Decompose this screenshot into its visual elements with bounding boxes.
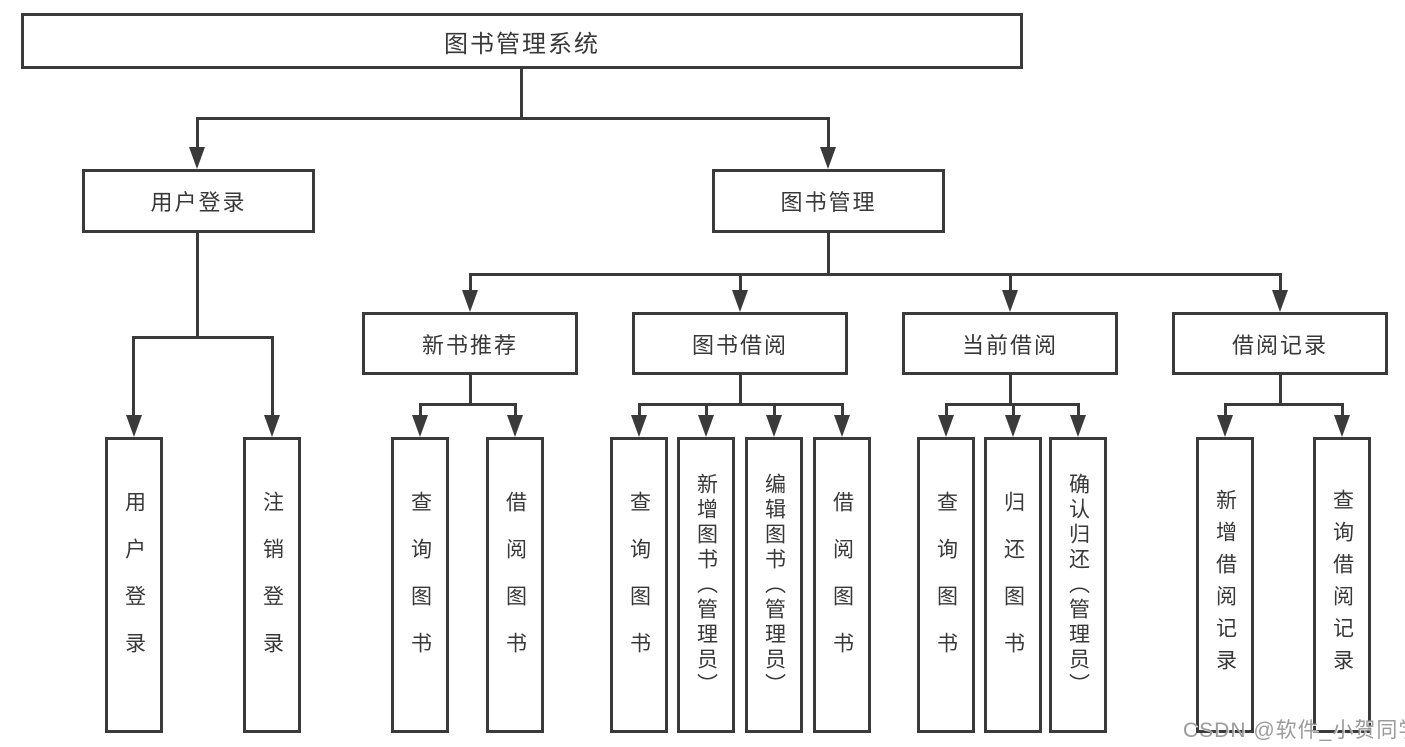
node-new-book-recommend: 新书推荐 — [362, 312, 578, 375]
leaf-add-borrow-record: 新增借阅记录 — [1196, 437, 1254, 733]
edge-drop — [773, 403, 776, 419]
arrow-down-icon — [732, 290, 748, 312]
node-book-borrow: 图书借阅 — [632, 312, 848, 375]
edge-drop — [469, 273, 472, 293]
edge-drop — [739, 273, 742, 293]
edge-drop — [1279, 273, 1282, 293]
edge-drop — [827, 117, 830, 151]
edge-drop — [514, 403, 517, 419]
node-root-system: 图书管理系统 — [21, 13, 1023, 69]
leaf-confirm-return-admin: 确认归还（管理员） — [1049, 437, 1107, 733]
arrow-down-icon — [1217, 415, 1233, 437]
edge-drop — [841, 403, 844, 419]
leaf-user-login: 用户登录 — [105, 437, 163, 733]
edge-drop — [1009, 273, 1012, 293]
arrow-down-icon — [766, 415, 782, 437]
edge-drop — [271, 336, 274, 418]
node-current-borrow: 当前借阅 — [902, 312, 1118, 375]
csdn-watermark: CSDN @软件_小贺同学 — [1183, 719, 1405, 742]
edge-mgmt-bus — [469, 273, 1281, 276]
leaf-return-book: 归还图书 — [984, 437, 1042, 733]
edge-drop — [1077, 403, 1080, 419]
arrow-down-icon — [938, 415, 954, 437]
arrow-down-icon — [462, 290, 478, 312]
arrow-down-icon — [1005, 415, 1021, 437]
edge-drop — [419, 403, 422, 419]
arrow-down-icon — [1334, 415, 1350, 437]
leaf-borrow-book: 借阅图书 — [813, 437, 871, 733]
edge-drop — [945, 403, 948, 419]
arrow-down-icon — [1002, 290, 1018, 312]
edge-drop — [1341, 403, 1344, 419]
leaf-query-book-borrow: 查询图书 — [610, 437, 668, 733]
edge-drop — [132, 336, 135, 418]
arrow-down-icon — [631, 415, 647, 437]
edge-bus — [419, 403, 517, 406]
leaf-logout: 注销登录 — [243, 437, 301, 733]
edge-drop — [1224, 403, 1227, 419]
arrow-down-icon — [698, 415, 714, 437]
leaf-query-book-current: 查询图书 — [917, 437, 975, 733]
edge-userlogin-stem — [196, 233, 199, 336]
edge-stem — [739, 375, 742, 406]
arrow-down-icon — [1272, 290, 1288, 312]
edge-drop — [705, 403, 708, 419]
edge-root-bus — [196, 117, 830, 120]
arrow-down-icon — [189, 147, 205, 169]
leaf-borrow-book-recommend: 借阅图书 — [486, 437, 544, 733]
edge-drop — [638, 403, 641, 419]
arrow-down-icon — [834, 415, 850, 437]
node-user-login: 用户登录 — [82, 169, 315, 233]
edge-drop — [196, 117, 199, 151]
edge-bus — [638, 403, 843, 406]
edge-stem — [1279, 375, 1282, 406]
edge-userlogin-bus — [132, 336, 273, 339]
arrow-down-icon — [507, 415, 523, 437]
edge-drop — [1012, 403, 1015, 419]
leaf-add-book-admin: 新增图书（管理员） — [677, 437, 735, 733]
leaf-edit-book-admin: 编辑图书（管理员） — [745, 437, 803, 733]
edge-stem — [469, 375, 472, 406]
arrow-down-icon — [820, 147, 836, 169]
edge-mgmt-stem — [827, 233, 830, 275]
arrow-down-icon — [126, 415, 142, 437]
edge-bus — [1224, 403, 1343, 406]
leaf-query-book-recommend: 查询图书 — [391, 437, 449, 733]
node-borrow-record: 借阅记录 — [1172, 312, 1388, 375]
node-book-management: 图书管理 — [712, 169, 945, 233]
arrow-down-icon — [264, 415, 280, 437]
leaf-query-borrow-record: 查询借阅记录 — [1313, 437, 1371, 733]
edge-root-stem — [520, 69, 523, 117]
arrow-down-icon — [1070, 415, 1086, 437]
edge-stem — [1009, 375, 1012, 406]
arrow-down-icon — [412, 415, 428, 437]
